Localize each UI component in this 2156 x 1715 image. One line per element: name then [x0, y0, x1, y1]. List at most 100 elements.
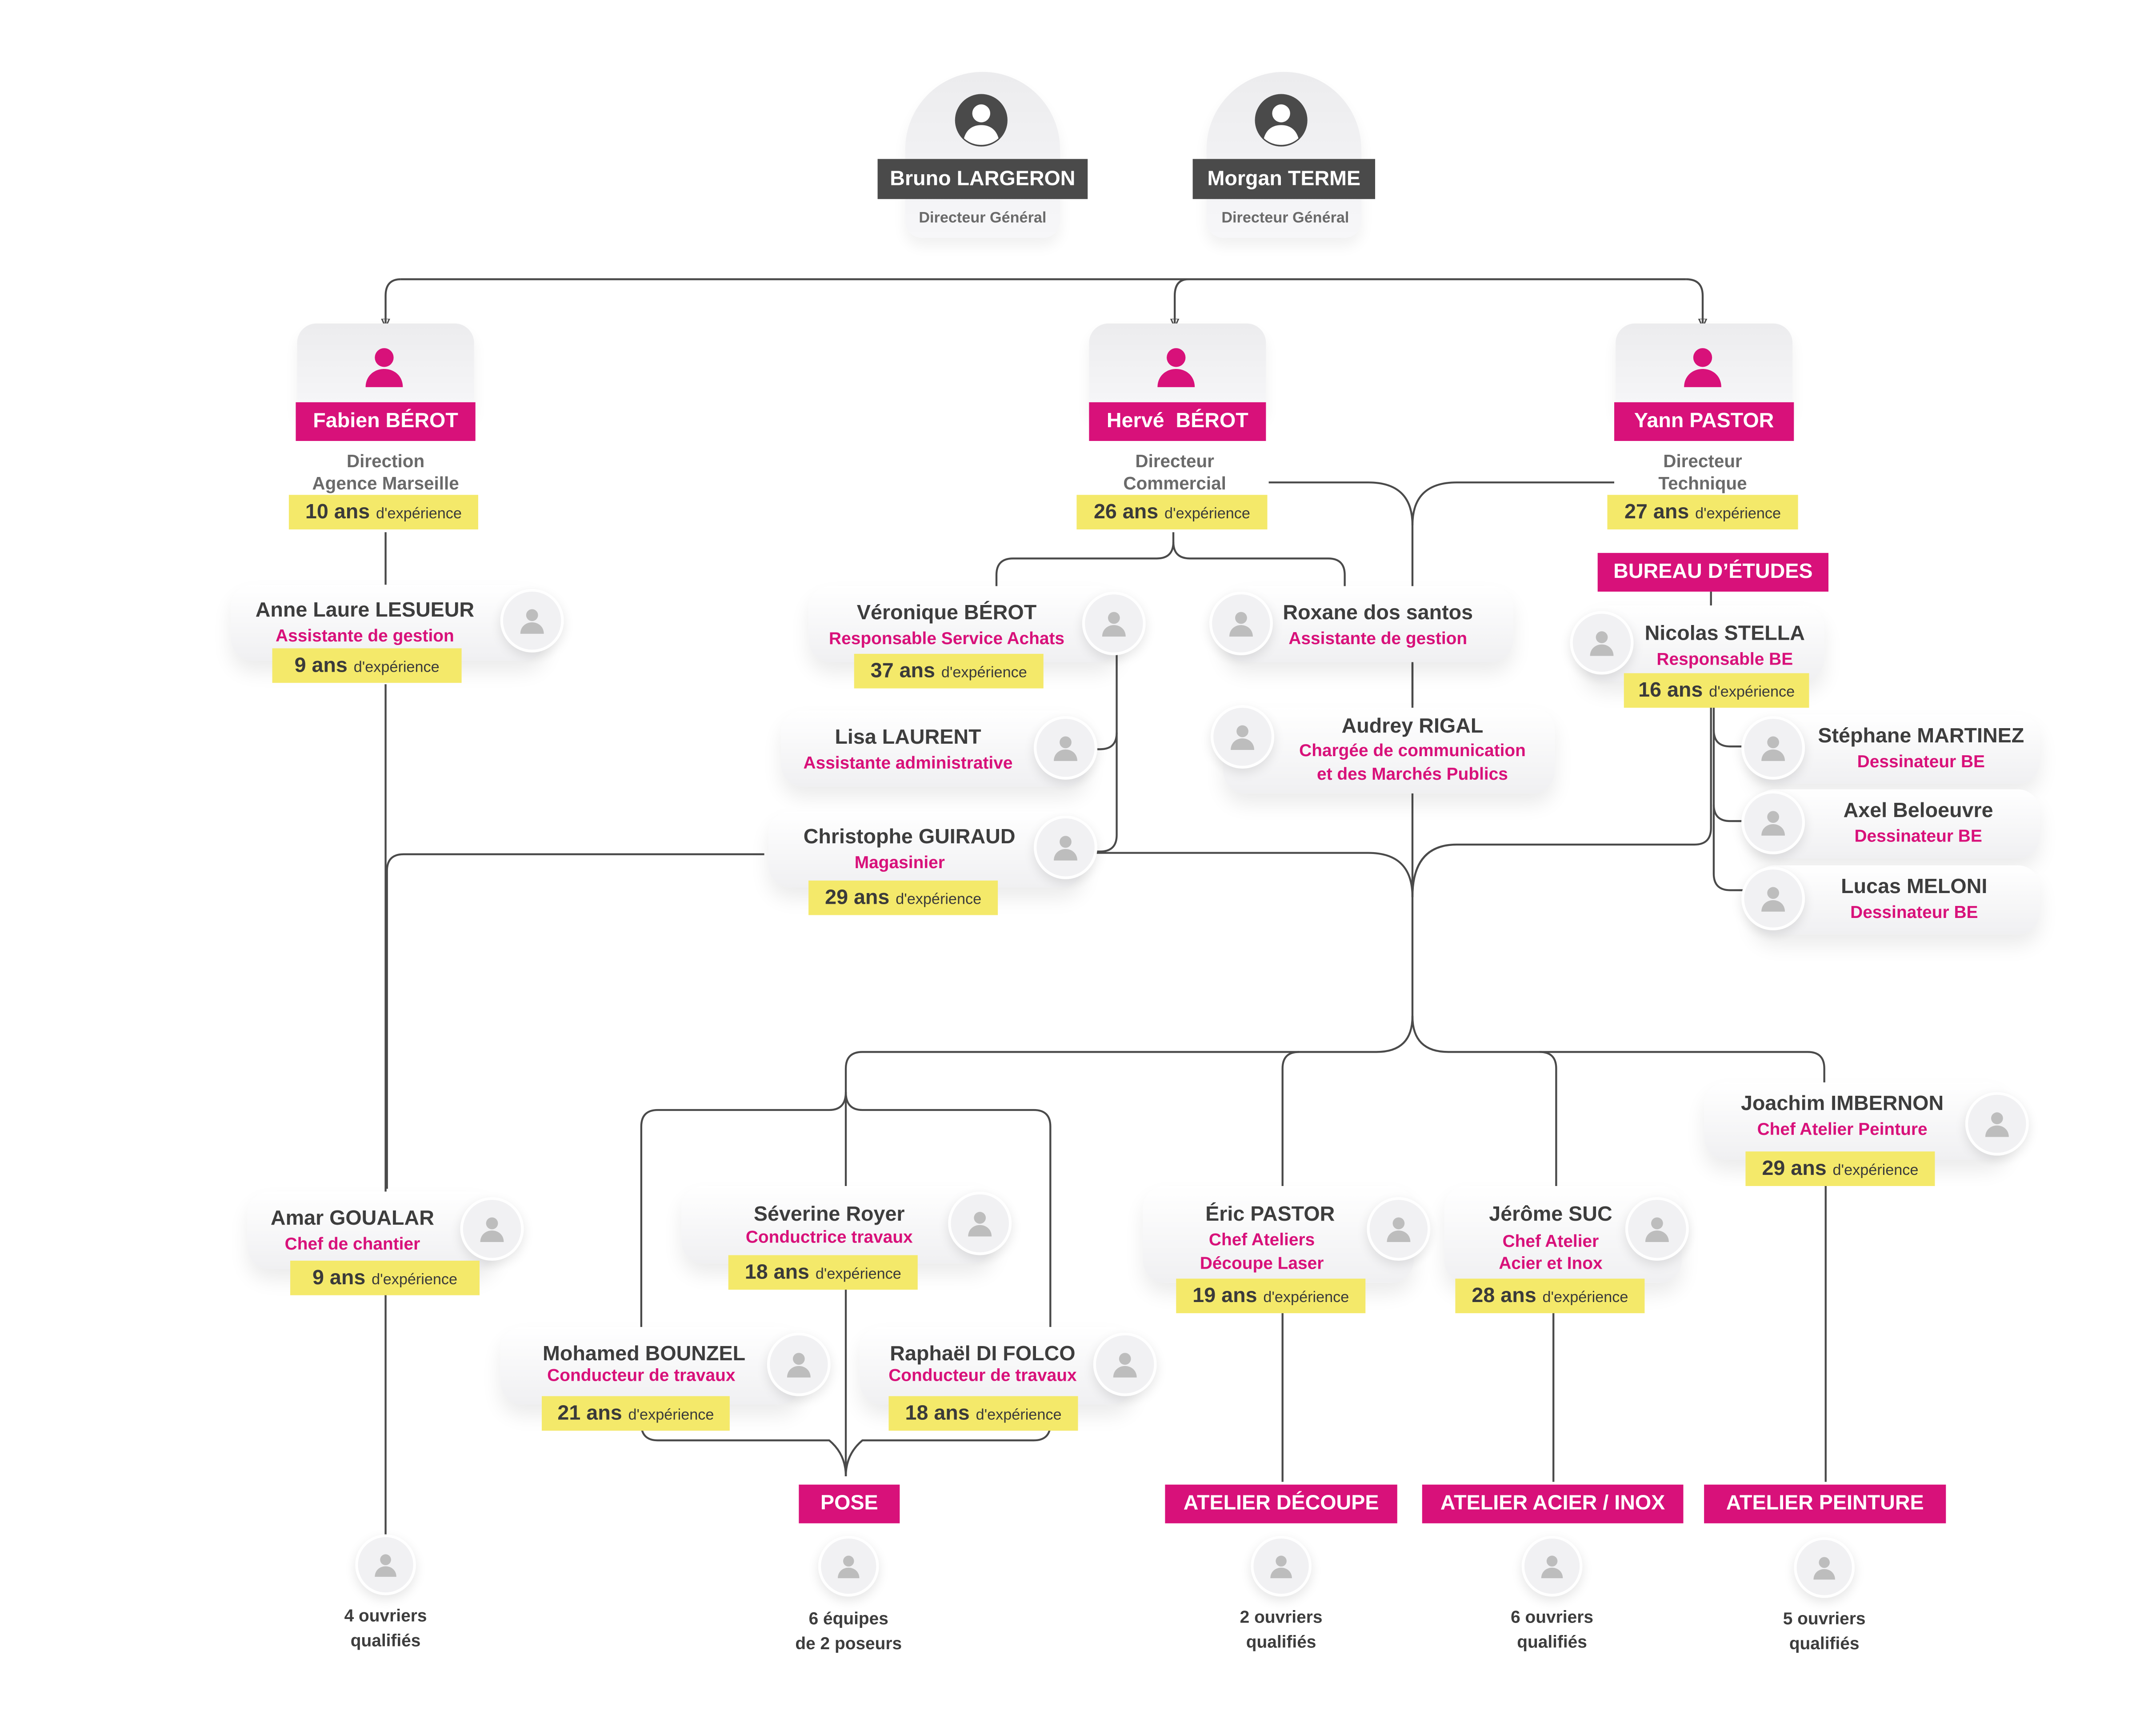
staff-name: Christophe GUIRAUD: [803, 825, 1016, 849]
experience-badge: 19 ans d'expérience: [1176, 1278, 1366, 1314]
staff-name: Joachim IMBERNON: [1740, 1092, 1944, 1116]
team-qualifier: qualifiés: [1246, 1632, 1316, 1652]
staff-job: Chef Atelier Peinture: [1757, 1119, 1928, 1139]
staff-card-christophe: [768, 811, 1084, 888]
department-tag-pose: POSE: [799, 1484, 900, 1523]
staff-job: Assistante de gestion: [1288, 629, 1468, 649]
team-qualifier: de 2 poseurs: [795, 1634, 902, 1654]
staff-name: Mohamed BOUNZEL: [543, 1342, 746, 1366]
person-icon: [1097, 607, 1131, 640]
experience-badge: 28 ans d'expérience: [1455, 1278, 1645, 1314]
pink-person-icon: [358, 340, 410, 393]
person-icon: [1756, 806, 1790, 839]
staff-name: Lucas MELONI: [1841, 875, 1988, 899]
manager-card-yann: [1616, 323, 1793, 412]
experience-badge: 18 ans d'expérience: [728, 1255, 918, 1290]
team-qualifier: qualifiés: [1789, 1634, 1860, 1654]
experience-badge: 29 ans d'expérience: [808, 880, 998, 915]
person-icon: [1809, 1552, 1839, 1583]
staff-name: Anne Laure LESUEUR: [255, 598, 475, 622]
staff-name: Nicolas STELLA: [1644, 622, 1805, 646]
department-tag-decoupe: ATELIER DÉCOUPE: [1165, 1484, 1397, 1523]
person-icon: [1266, 1551, 1296, 1581]
person-icon: [1756, 731, 1790, 765]
staff-name: Séverine Royer: [753, 1202, 905, 1226]
staff-job: Responsable BE: [1656, 649, 1793, 669]
team-size: 2 ouvriers: [1240, 1607, 1323, 1627]
manager-role-line2: Agence Marseille: [312, 473, 459, 494]
person-icon: [1049, 831, 1082, 864]
staff-job: Chef Ateliers: [1208, 1230, 1315, 1250]
staff-name: Raphaël DI FOLCO: [890, 1342, 1076, 1366]
staff-job: Assistante de gestion: [276, 626, 454, 646]
staff-job: Dessinateur BE: [1850, 902, 1978, 922]
team-size: 4 ouvriers: [344, 1606, 427, 1626]
staff-card-veronique: [808, 586, 1120, 662]
staff-job: Dessinateur BE: [1854, 826, 1982, 846]
team-size: 6 équipes: [808, 1609, 888, 1629]
person-icon: [1756, 882, 1790, 915]
staff-job: Chef de chantier: [284, 1234, 420, 1254]
experience-badge: 16 ans d'expérience: [1624, 673, 1809, 708]
staff-job: Conductrice travaux: [745, 1227, 913, 1247]
team-size: 6 ouvriers: [1511, 1607, 1593, 1627]
experience-badge: 27 ans d'expérience: [1607, 495, 1798, 529]
manager-name-tag: Yann PASTOR: [1614, 402, 1794, 441]
person-icon: [782, 1348, 816, 1381]
staff-card-anne: [231, 585, 546, 661]
experience-badge: 9 ans d'expérience: [290, 1260, 480, 1295]
experience-badge: 21 ans d'expérience: [541, 1396, 730, 1431]
person-icon: [1537, 1551, 1567, 1581]
staff-job: Conducteur de travaux: [547, 1366, 736, 1385]
manager-role-line1: Directeur: [1663, 450, 1742, 472]
staff-card-amar: [247, 1191, 496, 1269]
director-name-tag: Bruno LARGERON: [877, 159, 1088, 199]
department-tag-acier: ATELIER ACIER / INOX: [1422, 1484, 1684, 1523]
staff-name: Amar GOUALAR: [270, 1206, 434, 1230]
experience-badge: 9 ans d'expérience: [272, 648, 462, 683]
person-icon: [516, 604, 549, 637]
staff-job: Acier et Inox: [1499, 1254, 1603, 1273]
manager-card-fabien: [297, 323, 474, 412]
team-qualifier: qualifiés: [1517, 1632, 1587, 1652]
staff-name: Jérôme SUC: [1489, 1202, 1612, 1226]
person-icon: [1224, 607, 1258, 640]
staff-card-audrey: [1223, 708, 1555, 793]
staff-job: Dessinateur BE: [1857, 752, 1985, 772]
experience-badge: 37 ans d'expérience: [854, 653, 1044, 689]
staff-job: Assistante administrative: [803, 753, 1013, 773]
staff-name: Roxane dos santos: [1283, 601, 1473, 625]
experience-badge: 10 ans d'expérience: [288, 495, 478, 529]
team-size: 5 ouvriers: [1783, 1609, 1866, 1629]
staff-job: et des Marchés Publics: [1317, 764, 1508, 784]
pink-person-icon: [1676, 340, 1729, 393]
manager-role-line2: Technique: [1658, 473, 1747, 494]
manager-card-herve: [1089, 323, 1266, 412]
department-tag-bureau: BUREAU D’ÉTUDES: [1597, 553, 1829, 592]
staff-name: Stéphane MARTINEZ: [1818, 724, 2024, 748]
person-icon: [370, 1550, 400, 1580]
manager-name-tag: Hervé BÉROT: [1089, 402, 1266, 441]
staff-job: Conducteur de travaux: [888, 1366, 1077, 1385]
person-icon: [1253, 92, 1308, 148]
staff-card-mohamed: [500, 1327, 802, 1405]
director-name-tag: Morgan TERME: [1192, 159, 1376, 199]
person-icon: [833, 1551, 864, 1581]
staff-name: Axel Beloeuvre: [1843, 799, 1993, 823]
staff-card-severine: [681, 1186, 994, 1264]
person-icon: [1226, 720, 1259, 753]
manager-role-line2: Commercial: [1123, 473, 1226, 494]
director-role: Directeur Général: [1221, 210, 1349, 227]
staff-job: Chef Atelier: [1502, 1231, 1599, 1251]
staff-job: Magasinier: [854, 853, 945, 873]
person-icon: [1108, 1348, 1142, 1381]
staff-job: Chargée de communication: [1299, 741, 1526, 761]
staff-name: Lisa LAURENT: [835, 725, 981, 749]
pink-person-icon: [1150, 340, 1202, 393]
staff-name: Véronique BÉROT: [856, 601, 1037, 625]
experience-badge: 29 ans d'expérience: [1745, 1151, 1935, 1186]
experience-badge: 18 ans d'expérience: [888, 1396, 1078, 1431]
staff-card-joachim: [1704, 1082, 2008, 1160]
